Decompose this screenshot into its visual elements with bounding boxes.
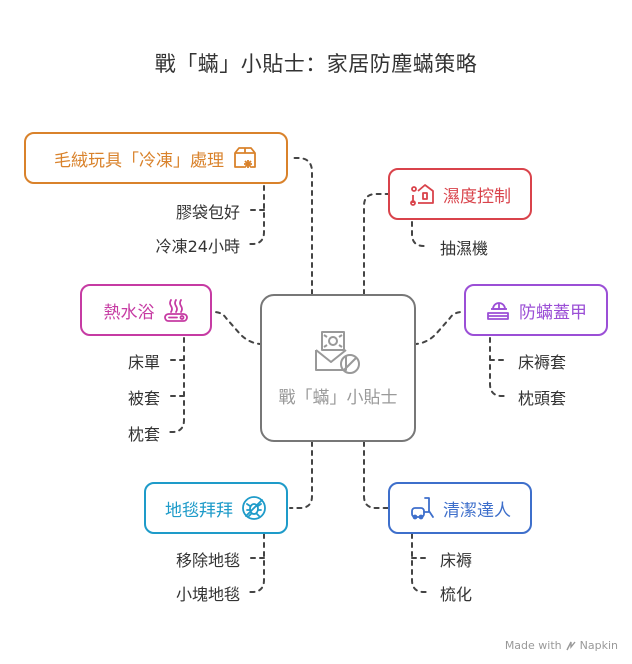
branch-cleaning: 清潔達人 xyxy=(388,482,532,534)
connector-humidity xyxy=(363,193,389,295)
connector-carpet xyxy=(289,441,313,509)
leaf-cleaning-2: 梳化 xyxy=(440,585,473,604)
leaf-cover-2: 枕頭套 xyxy=(518,389,567,408)
leaf-toys-2: 冷凍24小時 xyxy=(155,237,240,256)
vacuum-icon xyxy=(411,497,434,520)
branch-label: 熱水浴 xyxy=(103,302,155,323)
page-title: 戰「蟎」小貼士：家居防塵蟎策略 xyxy=(154,52,478,76)
connector-clean xyxy=(363,441,389,509)
connector-cover-leaves xyxy=(489,337,507,397)
branch-label: 清潔達人 xyxy=(443,500,511,521)
hot-towel-icon xyxy=(163,299,188,322)
connector-toys-leaves xyxy=(247,185,265,245)
watermark-prefix: Made with xyxy=(504,639,562,652)
leaf-hotwash-2: 被套 xyxy=(127,389,160,408)
branch-label: 地毯拜拜 xyxy=(165,500,233,521)
branch-label: 濕度控制 xyxy=(443,186,511,207)
connector-clean-leaves xyxy=(411,533,429,593)
napkin-logo-icon xyxy=(566,641,576,650)
no-bug-envelope-icon xyxy=(315,331,360,374)
branch-carpet: 地毯拜拜 xyxy=(144,482,288,534)
leaf-hotwash-1: 床單 xyxy=(127,353,160,372)
bed-cover-icon xyxy=(487,302,509,320)
connector-hotwash-leaves xyxy=(167,337,185,433)
branch-label: 防蟎蓋甲 xyxy=(519,302,587,323)
center-node: 戰「蟎」小貼士 xyxy=(260,294,416,442)
leaf-cover-1: 床褥套 xyxy=(518,353,567,372)
connector-cover xyxy=(413,311,463,345)
leaf-cleaning-1: 床褥 xyxy=(440,551,473,570)
napkin-watermark: Made with Napkin xyxy=(505,639,618,652)
watermark-brand: Napkin xyxy=(579,639,618,652)
leaf-humidity-1: 抽濕機 xyxy=(440,239,489,258)
branch-hot-wash: 熱水浴 xyxy=(80,284,212,336)
thermometer-home-icon xyxy=(410,184,434,206)
leaf-toys-1: 膠袋包好 xyxy=(175,203,240,222)
branch-cover: 防蟎蓋甲 xyxy=(464,284,608,336)
connector-humidity-leaves xyxy=(411,221,429,247)
no-bug-icon xyxy=(242,496,266,520)
connector-toys xyxy=(289,157,313,295)
branch-label: 毛絨玩具「冷凍」處理 xyxy=(54,150,224,171)
center-label: 戰「蟎」小貼士 xyxy=(278,388,398,408)
branch-humidity: 濕度控制 xyxy=(388,168,532,220)
leaf-hotwash-3: 枕套 xyxy=(127,425,160,444)
connector-hotwash xyxy=(213,311,263,345)
branch-toys-freeze: 毛絨玩具「冷凍」處理 xyxy=(24,132,288,184)
box-snowflake-icon xyxy=(234,147,256,169)
leaf-carpet-1: 移除地毯 xyxy=(175,551,240,570)
leaf-carpet-2: 小塊地毯 xyxy=(175,585,240,604)
connector-carpet-leaves xyxy=(247,533,265,593)
